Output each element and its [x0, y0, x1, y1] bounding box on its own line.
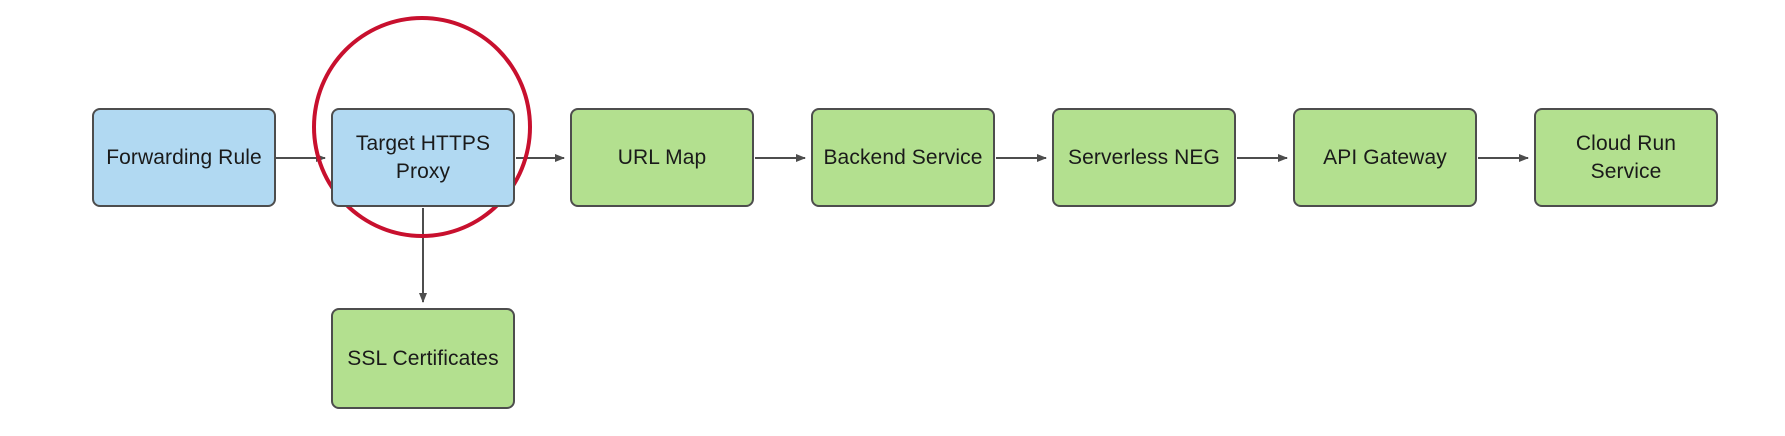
- node-target-https-proxy[interactable]: Target HTTPS Proxy: [331, 108, 515, 207]
- node-label-backend-service: Backend Service: [823, 145, 983, 169]
- node-serverless-neg[interactable]: Serverless NEG: [1052, 108, 1236, 207]
- node-label-api-gateway: API Gateway: [1323, 145, 1447, 169]
- node-label-serverless-neg: Serverless NEG: [1068, 145, 1220, 169]
- node-label-url-map: URL Map: [617, 145, 707, 169]
- node-cloud-run-service[interactable]: Cloud Run Service: [1534, 108, 1718, 207]
- node-ssl-certificates[interactable]: SSL Certificates: [331, 308, 515, 409]
- node-forwarding-rule[interactable]: Forwarding Rule: [92, 108, 276, 207]
- edges-group: [276, 154, 1529, 303]
- node-api-gateway[interactable]: API Gateway: [1293, 108, 1477, 207]
- node-label-ssl-certificates: SSL Certificates: [347, 346, 499, 370]
- node-label-forwarding-rule: Forwarding Rule: [106, 145, 262, 169]
- node-backend-service[interactable]: Backend Service: [811, 108, 995, 207]
- node-url-map[interactable]: URL Map: [570, 108, 754, 207]
- node-label-target-https-proxy: Target HTTPS Proxy: [355, 131, 491, 183]
- node-label-cloud-run-service: Cloud Run Service: [1575, 131, 1677, 183]
